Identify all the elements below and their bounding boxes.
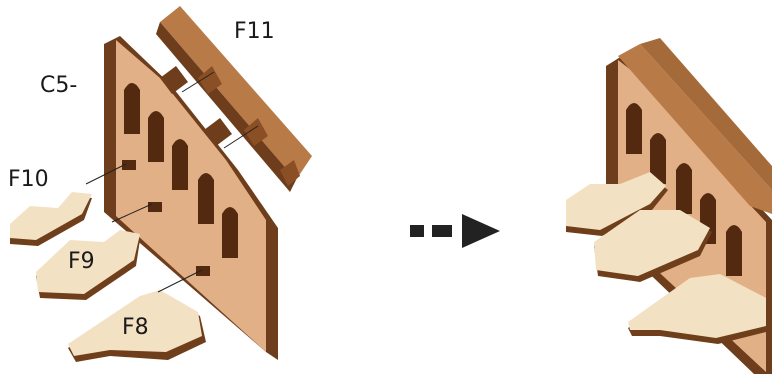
part-f10-floor xyxy=(10,192,92,246)
dashed-arrow-icon xyxy=(410,214,500,248)
label-c5: C5- xyxy=(40,73,77,98)
label-f10: F10 xyxy=(8,167,49,192)
label-f8: F8 xyxy=(122,315,149,340)
assembled-view xyxy=(566,38,772,374)
exploded-view: C5- F11 F10 F9 F8 xyxy=(8,6,312,362)
label-f9: F9 xyxy=(68,249,95,274)
label-f11: F11 xyxy=(234,19,275,44)
